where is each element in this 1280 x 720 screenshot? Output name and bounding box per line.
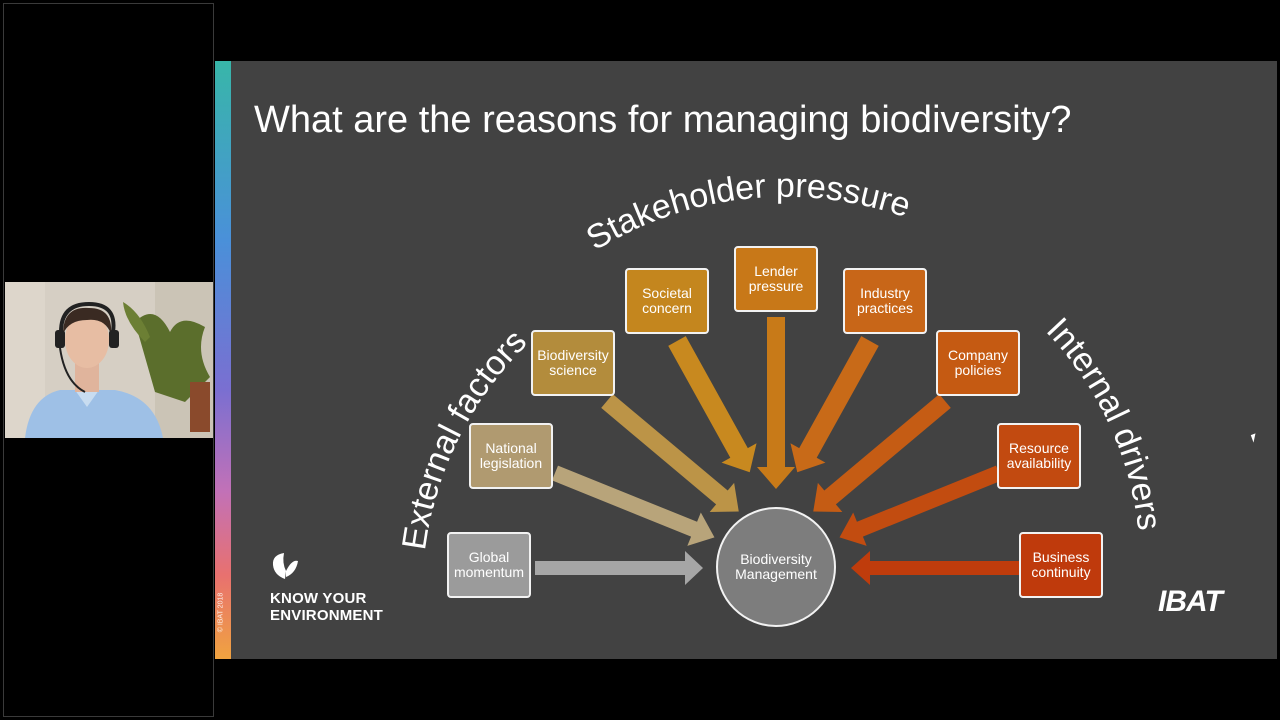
ibat-logo: IBAT	[1158, 585, 1223, 618]
arrow-business-continuity	[851, 551, 1019, 585]
box-societal-concern: Societal concern	[625, 268, 709, 334]
box-national-legislation: National legislation	[469, 423, 553, 489]
know-your-environment-logo: KNOW YOUR ENVIRONMENT	[270, 549, 395, 624]
box-company-policies: Company policies	[936, 330, 1020, 396]
arrow-global-momentum	[535, 551, 703, 585]
group-label-stakeholder-pressure: Stakeholder pressure	[580, 167, 915, 258]
arrow-company-policies	[813, 394, 951, 512]
group-label-internal-drivers: Internal drivers	[1039, 310, 1168, 532]
butterfly-icon	[272, 553, 298, 579]
arrow-lender-pressure	[757, 317, 795, 489]
box-resource-availability: Resource availability	[997, 423, 1081, 489]
center-biodiversity-management: Biodiversity Management	[716, 507, 836, 627]
arrow-biodiversity-science	[601, 394, 739, 512]
box-business-continuity: Business continuity	[1019, 532, 1103, 598]
slide-color-strip	[215, 61, 231, 659]
box-lender-pressure: Lender pressure	[734, 246, 818, 312]
slide-title: What are the reasons for managing biodiv…	[254, 99, 1072, 141]
diagram-arrows: External factors Stakeholder pressure In…	[395, 167, 1168, 585]
kye-logo-text: KNOW YOUR ENVIRONMENT	[270, 590, 384, 624]
box-global-momentum: Global momentum	[447, 532, 531, 598]
arrow-industry-practices	[790, 336, 879, 473]
box-industry-practices: Industry practices	[843, 268, 927, 334]
arrow-societal-concern	[668, 336, 757, 473]
presentation-slide: © IBAT 2018 What are the reasons for man…	[215, 61, 1277, 659]
box-biodiversity-science: Biodiversity science	[531, 330, 615, 396]
arrow-resource-availability	[839, 465, 1002, 546]
arrow-national-legislation	[552, 465, 715, 546]
webcam-image	[5, 282, 213, 438]
webcam-video	[5, 282, 213, 438]
